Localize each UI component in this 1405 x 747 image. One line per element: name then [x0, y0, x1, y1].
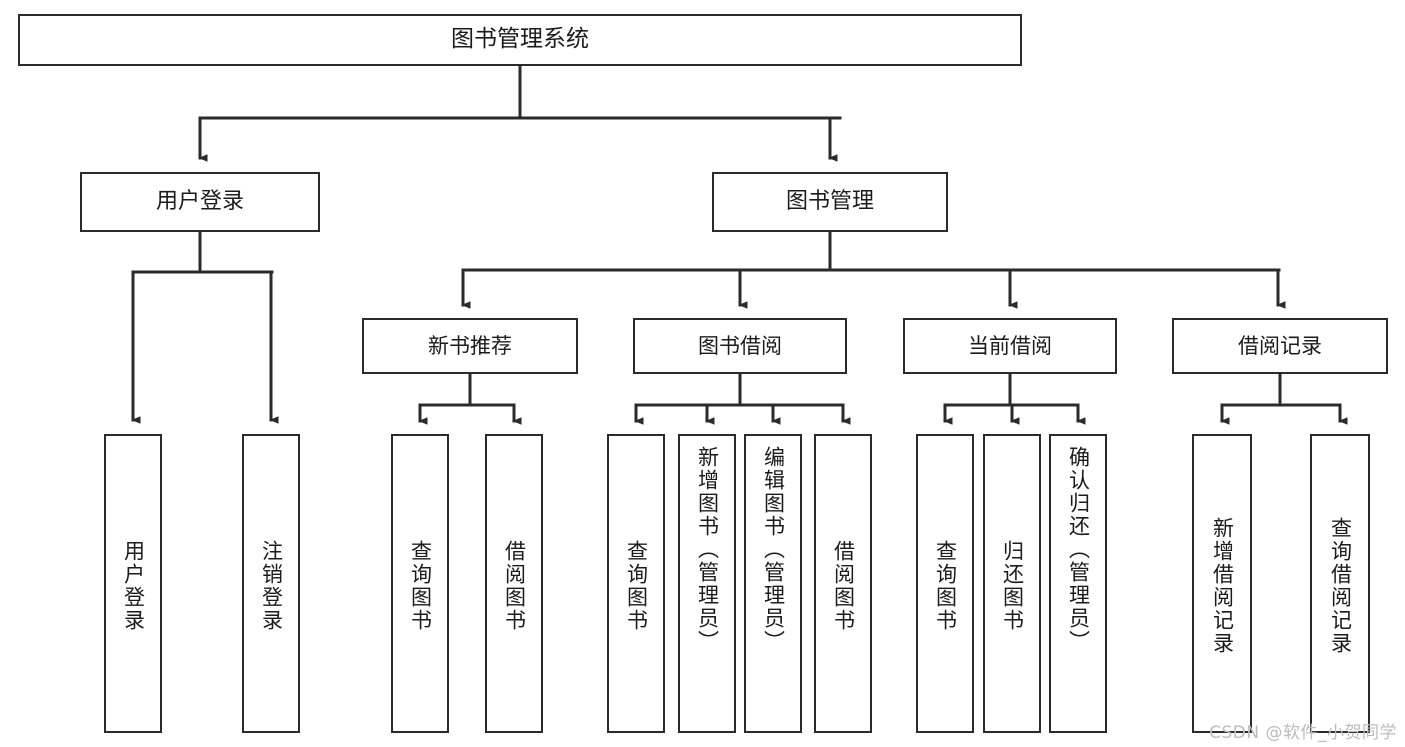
leaf-edit-book-admin-label: 编辑图书（管理员） [761, 446, 786, 653]
leaf-add-borrow-record[interactable]: 新增借阅记录 [1192, 434, 1252, 733]
leaf-borrow-book-recommend[interactable]: 借阅图书 [485, 434, 543, 733]
leaf-query-borrow-record[interactable]: 查询借阅记录 [1310, 434, 1370, 733]
leaf-query-book-borrow-label: 查询图书 [624, 539, 649, 632]
leaf-return-book[interactable]: 归还图书 [983, 434, 1041, 733]
leaf-query-book-borrow[interactable]: 查询图书 [607, 434, 665, 733]
leaf-add-borrow-record-label: 新增借阅记录 [1210, 516, 1235, 655]
leaf-query-book-current-label: 查询图书 [933, 539, 958, 632]
node-root-label: 图书管理系统 [451, 26, 589, 53]
node-borrow-record-label: 借阅记录 [1238, 333, 1322, 358]
leaf-borrow-book-label: 借阅图书 [831, 539, 856, 632]
node-new-book-recommend[interactable]: 新书推荐 [362, 318, 578, 374]
leaf-confirm-return-admin[interactable]: 确认归还（管理员） [1049, 434, 1107, 733]
leaf-return-book-label: 归还图书 [1000, 539, 1025, 632]
node-book-management[interactable]: 图书管理 [712, 172, 948, 232]
node-borrow-record[interactable]: 借阅记录 [1172, 318, 1388, 374]
leaf-query-borrow-record-label: 查询借阅记录 [1328, 516, 1353, 655]
node-user-login-label: 用户登录 [155, 189, 244, 215]
node-new-book-recommend-label: 新书推荐 [428, 333, 512, 358]
leaf-query-book-current[interactable]: 查询图书 [916, 434, 974, 733]
node-current-borrow-label: 当前借阅 [968, 333, 1052, 358]
leaf-edit-book-admin[interactable]: 编辑图书（管理员） [744, 434, 802, 733]
leaf-user-login-label: 用户登录 [121, 539, 146, 632]
csdn-watermark: CSDN @软件_小贺同学 [1209, 723, 1397, 743]
leaf-user-login[interactable]: 用户登录 [104, 434, 162, 733]
leaf-logout-label: 注销登录 [259, 539, 284, 632]
leaf-logout[interactable]: 注销登录 [242, 434, 300, 733]
leaf-add-book-admin-label: 新增图书（管理员） [695, 446, 720, 653]
leaf-query-book-recommend-label: 查询图书 [408, 539, 433, 632]
leaf-borrow-book[interactable]: 借阅图书 [814, 434, 872, 733]
node-book-management-label: 图书管理 [785, 189, 874, 215]
node-user-login[interactable]: 用户登录 [80, 172, 320, 232]
node-book-borrow[interactable]: 图书借阅 [633, 318, 847, 374]
node-current-borrow[interactable]: 当前借阅 [903, 318, 1117, 374]
leaf-borrow-book-recommend-label: 借阅图书 [502, 539, 527, 632]
node-root[interactable]: 图书管理系统 [18, 14, 1022, 66]
leaf-add-book-admin[interactable]: 新增图书（管理员） [678, 434, 736, 733]
node-book-borrow-label: 图书借阅 [698, 333, 782, 358]
leaf-query-book-recommend[interactable]: 查询图书 [391, 434, 449, 733]
leaf-confirm-return-admin-label: 确认归还（管理员） [1066, 446, 1091, 653]
